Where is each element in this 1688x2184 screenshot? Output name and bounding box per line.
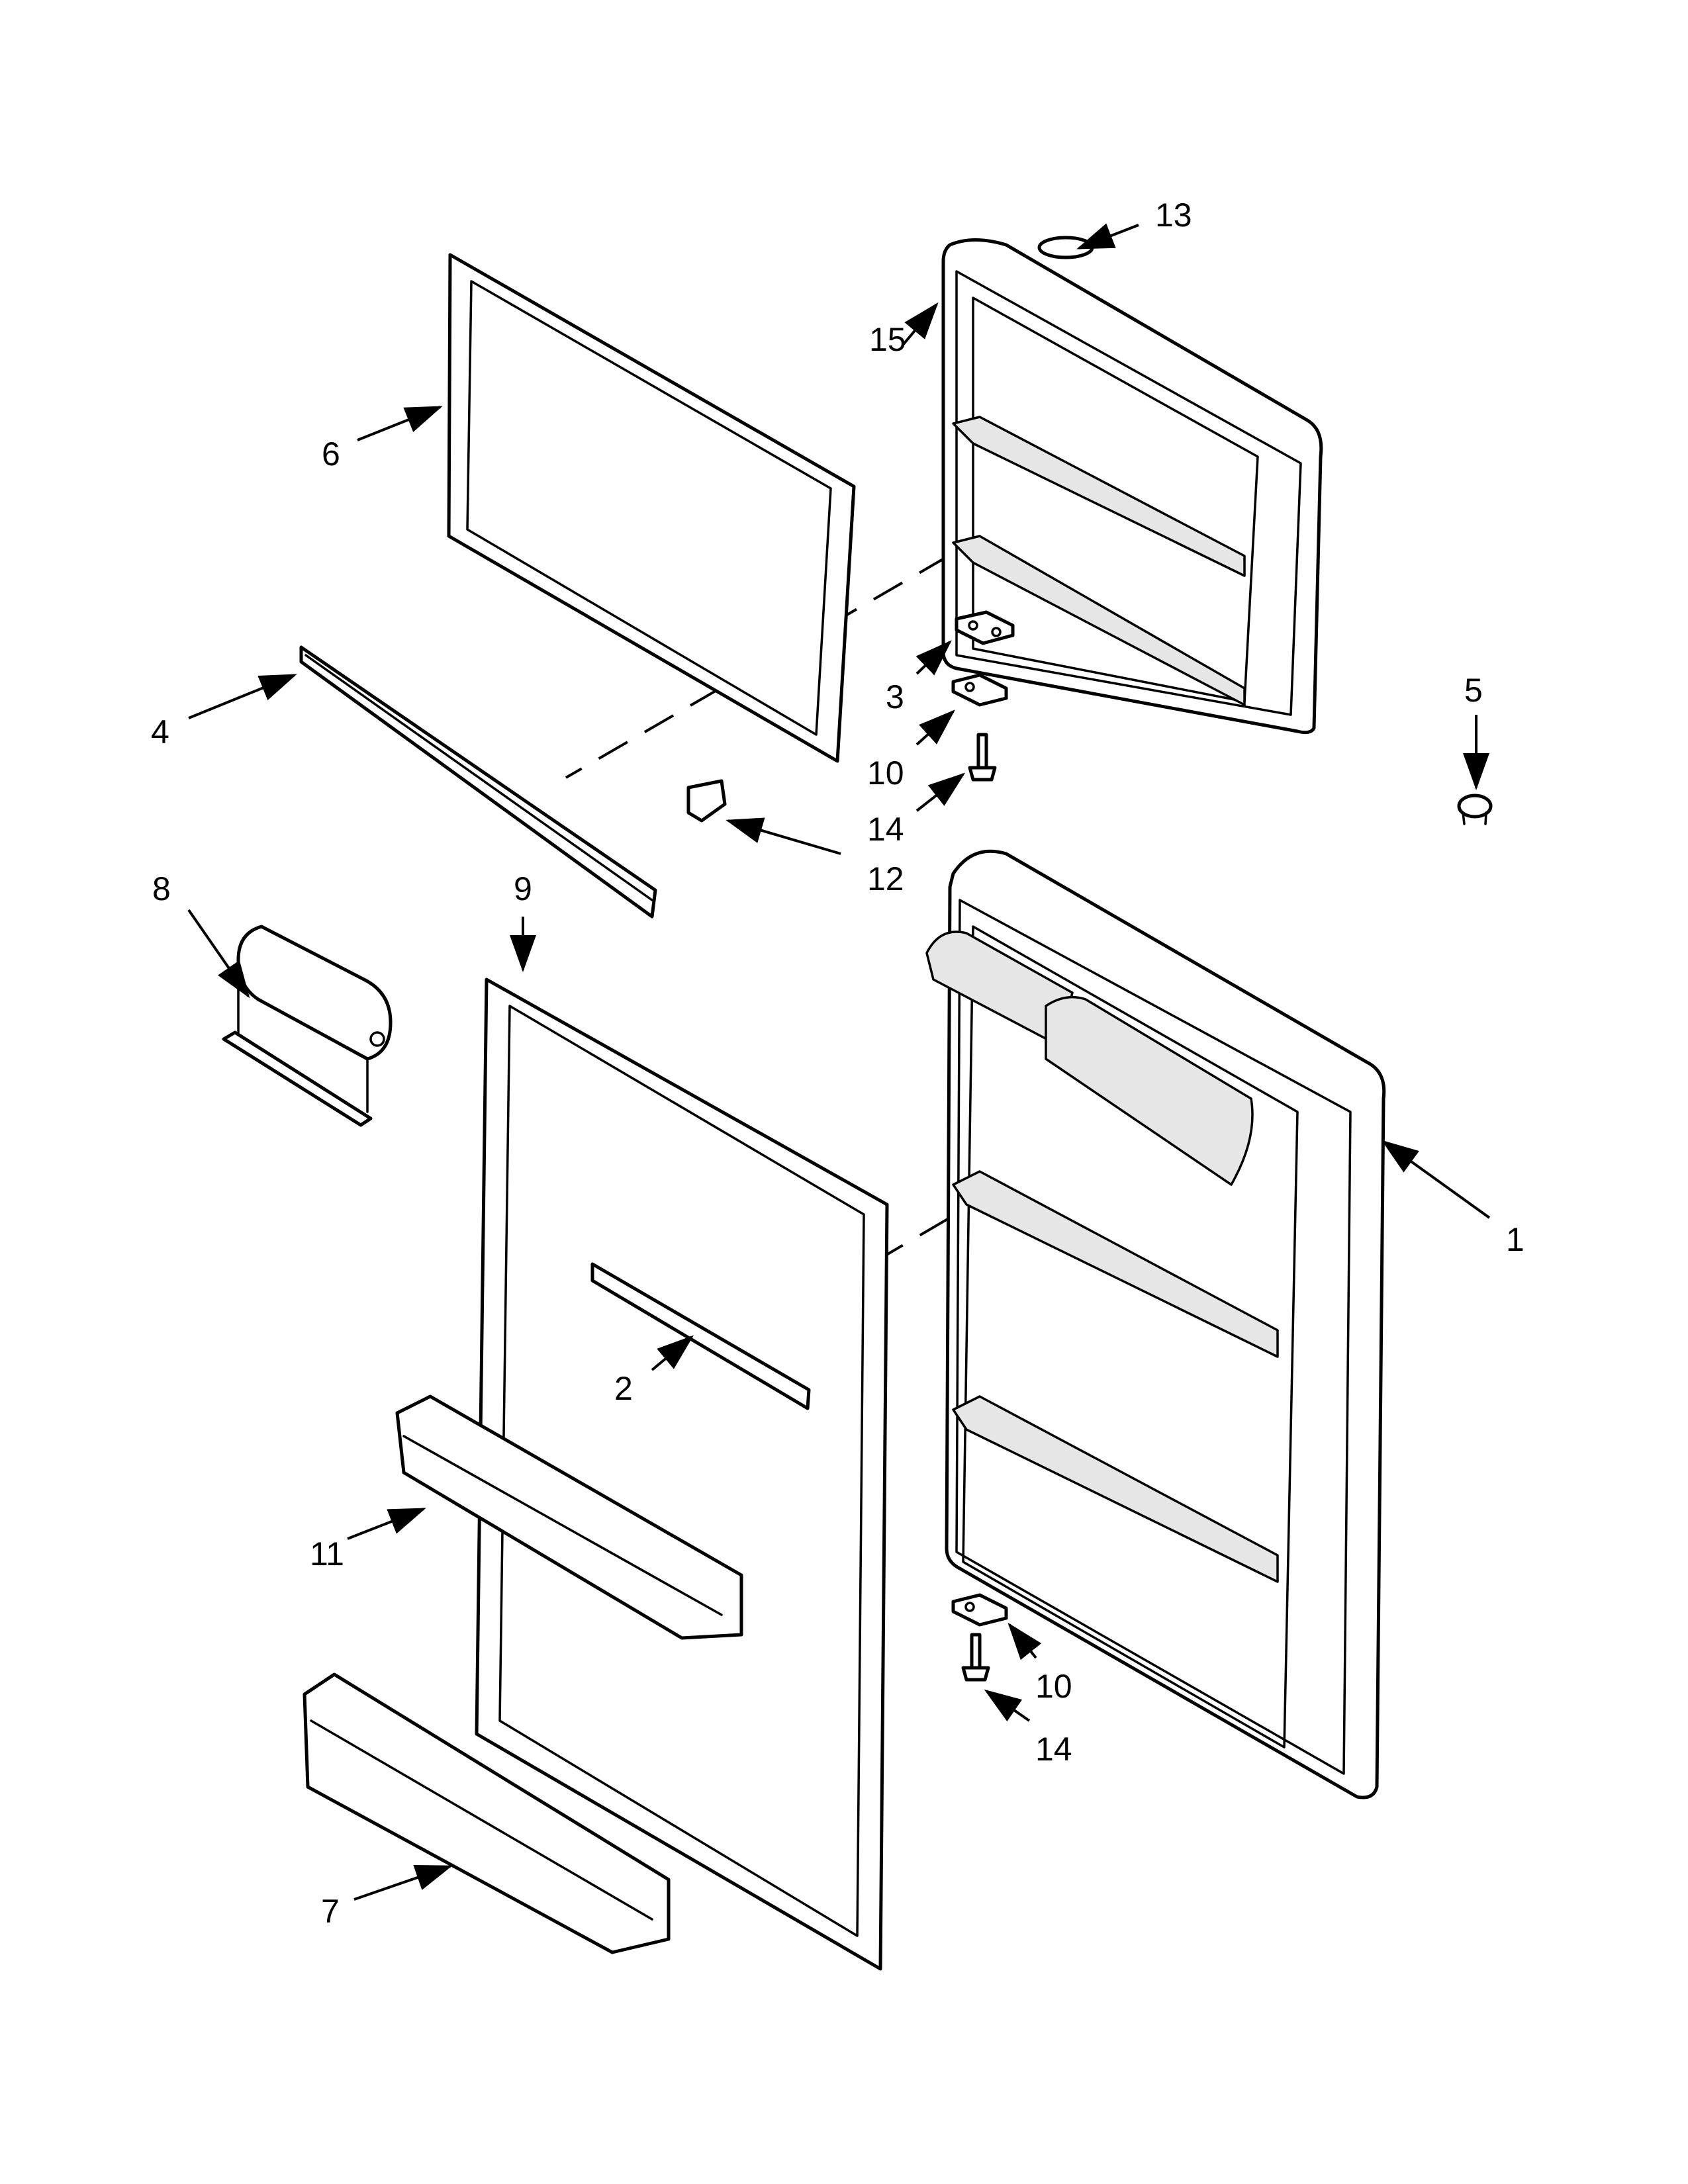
leader-3 [915, 640, 952, 676]
cover [222, 925, 393, 1127]
callout-7: 7 [321, 1893, 340, 1930]
leader-8 [187, 909, 250, 999]
hinge-pin-upper [951, 673, 1008, 707]
freezer-door [941, 236, 1323, 735]
callout-9: 9 [514, 870, 532, 907]
door-bin-upper [395, 1394, 743, 1640]
hinge-pin-lower [951, 1593, 1008, 1627]
hinge-plate [955, 610, 1015, 645]
callout-11: 11 [310, 1535, 344, 1572]
leader-15 [902, 302, 939, 345]
screw-lower [961, 1633, 990, 1682]
clip [686, 779, 727, 823]
callout-6: 6 [322, 435, 340, 473]
callout-5: 5 [1464, 672, 1483, 709]
callout-3: 3 [886, 678, 904, 715]
callout-10-lower: 10 [1035, 1668, 1072, 1705]
callout-13: 13 [1155, 197, 1192, 234]
callout-4: 4 [151, 713, 169, 751]
leader-4 [188, 674, 297, 719]
leader-11 [347, 1508, 426, 1540]
leader-13 [1076, 223, 1139, 250]
screw-upper [968, 733, 997, 782]
leader-10-lower [1008, 1622, 1042, 1661]
callout-1: 1 [1506, 1221, 1524, 1258]
callout-10-upper: 10 [867, 754, 904, 792]
freezer-door-gasket [447, 253, 856, 763]
freezer-door-trim [299, 645, 657, 919]
leader-12 [726, 817, 841, 855]
fresh-food-trim [590, 1262, 811, 1410]
leader-2 [651, 1335, 694, 1371]
leader-lines [187, 223, 1491, 1901]
callout-12: 12 [867, 860, 904, 897]
plug [1457, 794, 1493, 825]
leader-6 [357, 406, 443, 441]
leader-14-lower [984, 1689, 1031, 1722]
callout-8: 8 [152, 870, 171, 907]
callout-15: 15 [869, 321, 906, 358]
callout-2: 2 [614, 1370, 633, 1407]
leader-7 [353, 1865, 453, 1901]
freezer-alignment-line [565, 475, 1087, 779]
door-bin-lower [303, 1672, 671, 1954]
fresh-food-door [925, 849, 1386, 1799]
callouts: 13 15 6 4 3 10 14 12 5 8 9 1 2 11 10 14 … [151, 197, 1524, 1930]
leader-1 [1381, 1140, 1491, 1219]
leader-14-upper [915, 772, 966, 812]
callout-14-upper: 14 [867, 811, 904, 848]
leader-10-upper [915, 709, 955, 746]
callout-14-lower: 14 [1035, 1731, 1072, 1768]
